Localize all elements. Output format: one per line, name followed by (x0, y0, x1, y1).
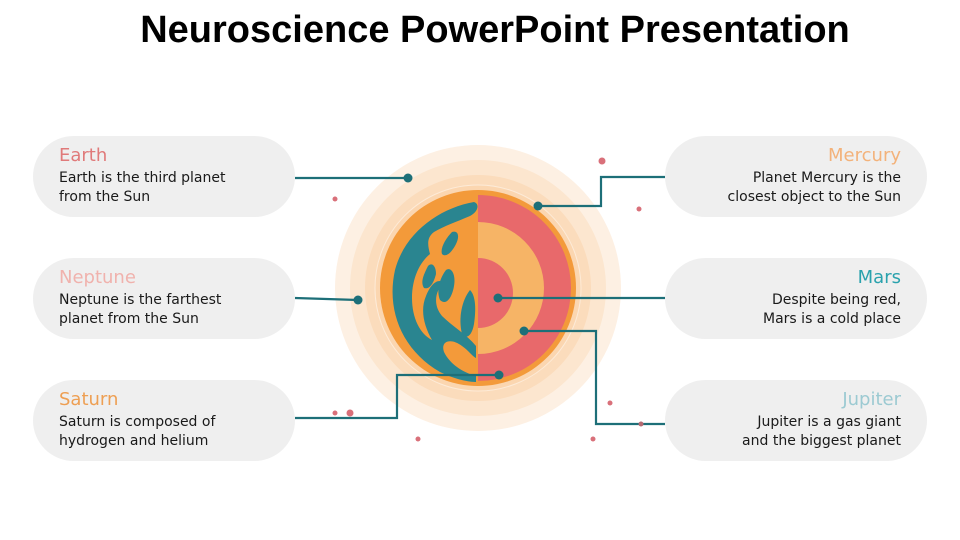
desc-line: Saturn is composed of (59, 414, 216, 430)
dot (636, 206, 642, 212)
card-desc-mercury: Planet Mercury is the closest object to t… (685, 169, 901, 207)
card-mars: Mars Despite being red, Mars is a cold pl… (665, 258, 927, 339)
desc-line: planet from the Sun (59, 311, 199, 327)
endpoint-mercury (533, 201, 543, 211)
connector-neptune (294, 296, 359, 302)
decorative-dots (332, 157, 644, 442)
dot (346, 409, 354, 417)
card-desc-jupiter: Jupiter is a gas giant and the biggest pl… (685, 413, 901, 451)
connector-lines (294, 175, 665, 426)
card-earth: Earth Earth is the third planet from the … (33, 136, 295, 217)
desc-line: Jupiter is a gas giant (757, 414, 901, 430)
card-desc-earth: Earth is the third planet from the Sun (59, 169, 275, 207)
desc-line: from the Sun (59, 189, 151, 205)
card-title-jupiter: Jupiter (842, 389, 901, 410)
desc-line: hydrogen and helium (59, 433, 209, 449)
endpoint-saturn (494, 370, 504, 380)
card-jupiter: Jupiter Jupiter is a gas giant and the bi… (665, 380, 927, 461)
card-saturn: Saturn Saturn is composed of hydrogen and… (33, 380, 295, 461)
dot (607, 400, 613, 406)
dot (638, 421, 644, 427)
connector-jupiter (524, 329, 665, 426)
dot (332, 410, 338, 416)
card-title-mars: Mars (857, 267, 901, 288)
desc-line: Despite being red, (771, 292, 901, 308)
connector-endpoints (353, 173, 543, 380)
endpoint-neptune (353, 295, 363, 305)
desc-line: Mars is a cold place (763, 311, 901, 327)
card-title-earth: Earth (59, 145, 108, 166)
card-title-mercury: Mercury (828, 145, 901, 166)
brain-pattern (392, 202, 478, 382)
dot (332, 196, 338, 202)
card-neptune: Neptune Neptune is the farthest planet fr… (33, 258, 295, 339)
connector-mercury (538, 175, 665, 208)
card-title-neptune: Neptune (59, 267, 136, 288)
endpoint-jupiter (519, 326, 529, 336)
card-desc-neptune: Neptune is the farthest planet from the S… (59, 291, 275, 329)
desc-line: Neptune is the farthest (59, 292, 222, 308)
card-desc-mars: Despite being red, Mars is a cold place (685, 291, 901, 329)
card-desc-saturn: Saturn is composed of hydrogen and helium (59, 413, 275, 451)
core-inner-layer (478, 258, 513, 328)
desc-line: Earth is the third planet (59, 170, 226, 186)
desc-line: Planet Mercury is the (752, 170, 901, 186)
desc-line: and the biggest planet (742, 433, 901, 449)
card-mercury: Mercury Planet Mercury is the closest obj… (665, 136, 927, 217)
slide-title: Neuroscience PowerPoint Presentation (140, 9, 850, 51)
dot (590, 436, 596, 442)
endpoint-earth (403, 173, 413, 183)
endpoint-mars (493, 293, 503, 303)
dot (598, 157, 606, 165)
desc-line: closest object to the Sun (727, 189, 901, 205)
card-title-saturn: Saturn (59, 389, 119, 410)
connector-saturn (295, 373, 499, 420)
dot (415, 436, 421, 442)
